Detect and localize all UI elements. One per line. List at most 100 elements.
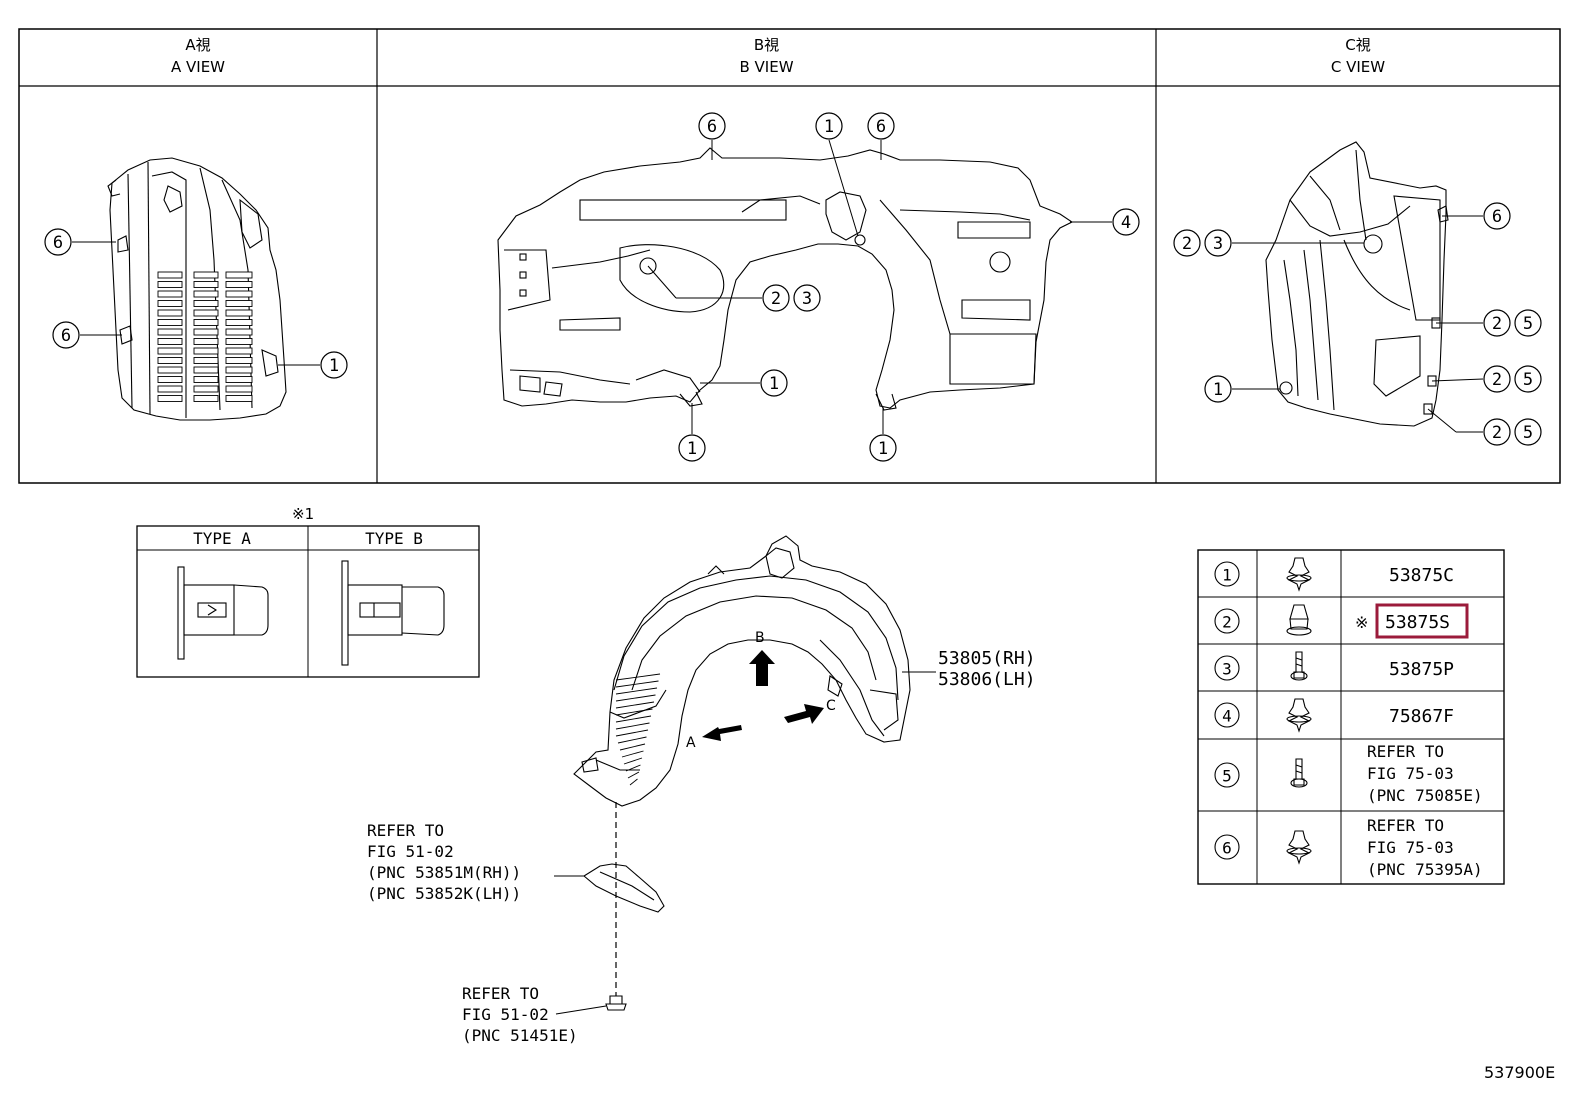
liner-rib [619, 743, 646, 751]
grille-slot [225, 385, 253, 393]
grille-slot [225, 281, 253, 288]
main-liner-ribs [615, 673, 661, 786]
grille-slot [193, 309, 219, 317]
arrow-label-b: B [755, 630, 765, 646]
row-2-part: 53875S [1385, 612, 1450, 633]
liner-rib [615, 708, 653, 716]
c-view-leaders [1232, 215, 1484, 433]
refer-upper-line: REFER TO [367, 821, 445, 840]
grille-slot [157, 395, 183, 402]
grille-slot [193, 290, 219, 298]
grille-slot [157, 376, 183, 383]
refer-lower-line: (PNC 51451E) [462, 1026, 578, 1045]
clip-icon [1286, 830, 1312, 865]
liner-rib [615, 673, 661, 681]
c-view-title-jp: C視 [1345, 36, 1371, 54]
row-5-refer-line: (PNC 75085E) [1367, 786, 1483, 805]
clip-nut-icon [1286, 604, 1312, 636]
row-6-refer-line: (PNC 75395A) [1367, 860, 1483, 879]
c-view-header: C視 C VIEW [1156, 34, 1560, 78]
row-1-part: 53875C [1389, 565, 1454, 586]
row-4-part: 75867F [1389, 706, 1454, 727]
row-4-num: 4 [1222, 707, 1232, 726]
row-1-num: 1 [1222, 566, 1232, 585]
grille-slot [225, 328, 253, 336]
row-6-refer-line: FIG 75-03 [1367, 838, 1454, 857]
clip-icon [1286, 557, 1312, 592]
b-view-liner-drawing [497, 147, 1074, 411]
liner-rib [615, 694, 656, 702]
grille-slot [157, 271, 183, 279]
grille-slot [157, 357, 183, 364]
grille-slot [157, 300, 183, 307]
grille-slot [157, 338, 183, 345]
row-6-num: 6 [1222, 839, 1232, 858]
grille-slot [225, 347, 253, 355]
grille-slot [193, 395, 219, 402]
a-view-title-jp: A視 [185, 36, 211, 54]
screw-icon [1290, 758, 1308, 788]
grille-slot [225, 338, 253, 345]
grille-slot [193, 366, 219, 374]
grille-slot [225, 357, 253, 364]
grille-slot [193, 300, 219, 307]
liner-rib [615, 722, 650, 730]
grille-slot [157, 385, 183, 393]
grille-slot [193, 338, 219, 345]
b-view-leaders [647, 139, 1112, 434]
c-view-liner-drawing [1265, 141, 1449, 427]
grille-slot [225, 271, 253, 279]
row-5-num: 5 [1222, 767, 1232, 786]
main-part-lh: 53806(LH) [938, 669, 1036, 690]
grille-slot [225, 300, 253, 307]
row-2-num: 2 [1222, 613, 1232, 632]
refer-upper-line: (PNC 53852K(LH)) [367, 884, 522, 903]
grille-slot [193, 271, 219, 279]
liner-rib [621, 750, 644, 758]
b-view-title-jp: B視 [753, 36, 780, 54]
grille-slot [157, 347, 183, 355]
type-table: TYPE A TYPE B [136, 525, 480, 678]
b-view-header: B視 B VIEW [377, 34, 1156, 78]
refer-upper-line: (PNC 53851M(RH)) [367, 863, 522, 882]
grille-slot [193, 376, 219, 383]
grille-slot [225, 309, 253, 317]
refer-lower-line: REFER TO [462, 984, 540, 1003]
b-view-title-en: B VIEW [739, 58, 794, 76]
view-direction-arrows [702, 650, 824, 741]
liner-rib [625, 764, 641, 772]
grille-slot [225, 376, 253, 383]
grille-slot [193, 357, 219, 364]
figure-id: 537900E [1484, 1063, 1556, 1082]
row-3-num: 3 [1222, 660, 1232, 679]
screw-icon [1290, 651, 1308, 681]
a-view-leaders [72, 241, 320, 366]
c-view-title-en: C VIEW [1330, 58, 1386, 76]
liner-rib [615, 701, 655, 709]
liner-rib [623, 757, 643, 765]
main-liner-drawing [573, 535, 911, 807]
liner-rib [615, 680, 659, 688]
grille-slot [225, 290, 253, 298]
grille-slot [193, 347, 219, 355]
a-view-header: A視 A VIEW [19, 34, 377, 78]
type-mark: ※1 [292, 505, 315, 523]
splash-shield-drawing [583, 863, 665, 913]
liner-rib [629, 778, 638, 786]
refer-leaders [554, 875, 607, 1015]
main-part-rh: 53805(RH) [938, 648, 1036, 669]
row-3-part: 53875P [1389, 659, 1454, 680]
grille-slot [193, 385, 219, 393]
grille-slot [157, 366, 183, 374]
liner-rib [627, 771, 640, 779]
grille-slot [225, 395, 253, 402]
type-b-clip-icon [341, 560, 445, 666]
part-highlight-box [1375, 603, 1469, 639]
type-b-label: TYPE B [365, 529, 423, 548]
row-6-refer-line: REFER TO [1367, 816, 1444, 835]
row-5-refer-line: REFER TO [1367, 742, 1444, 761]
arrow-label-c: C [826, 698, 836, 714]
grille-slot [157, 309, 183, 317]
liner-rib [615, 715, 652, 723]
